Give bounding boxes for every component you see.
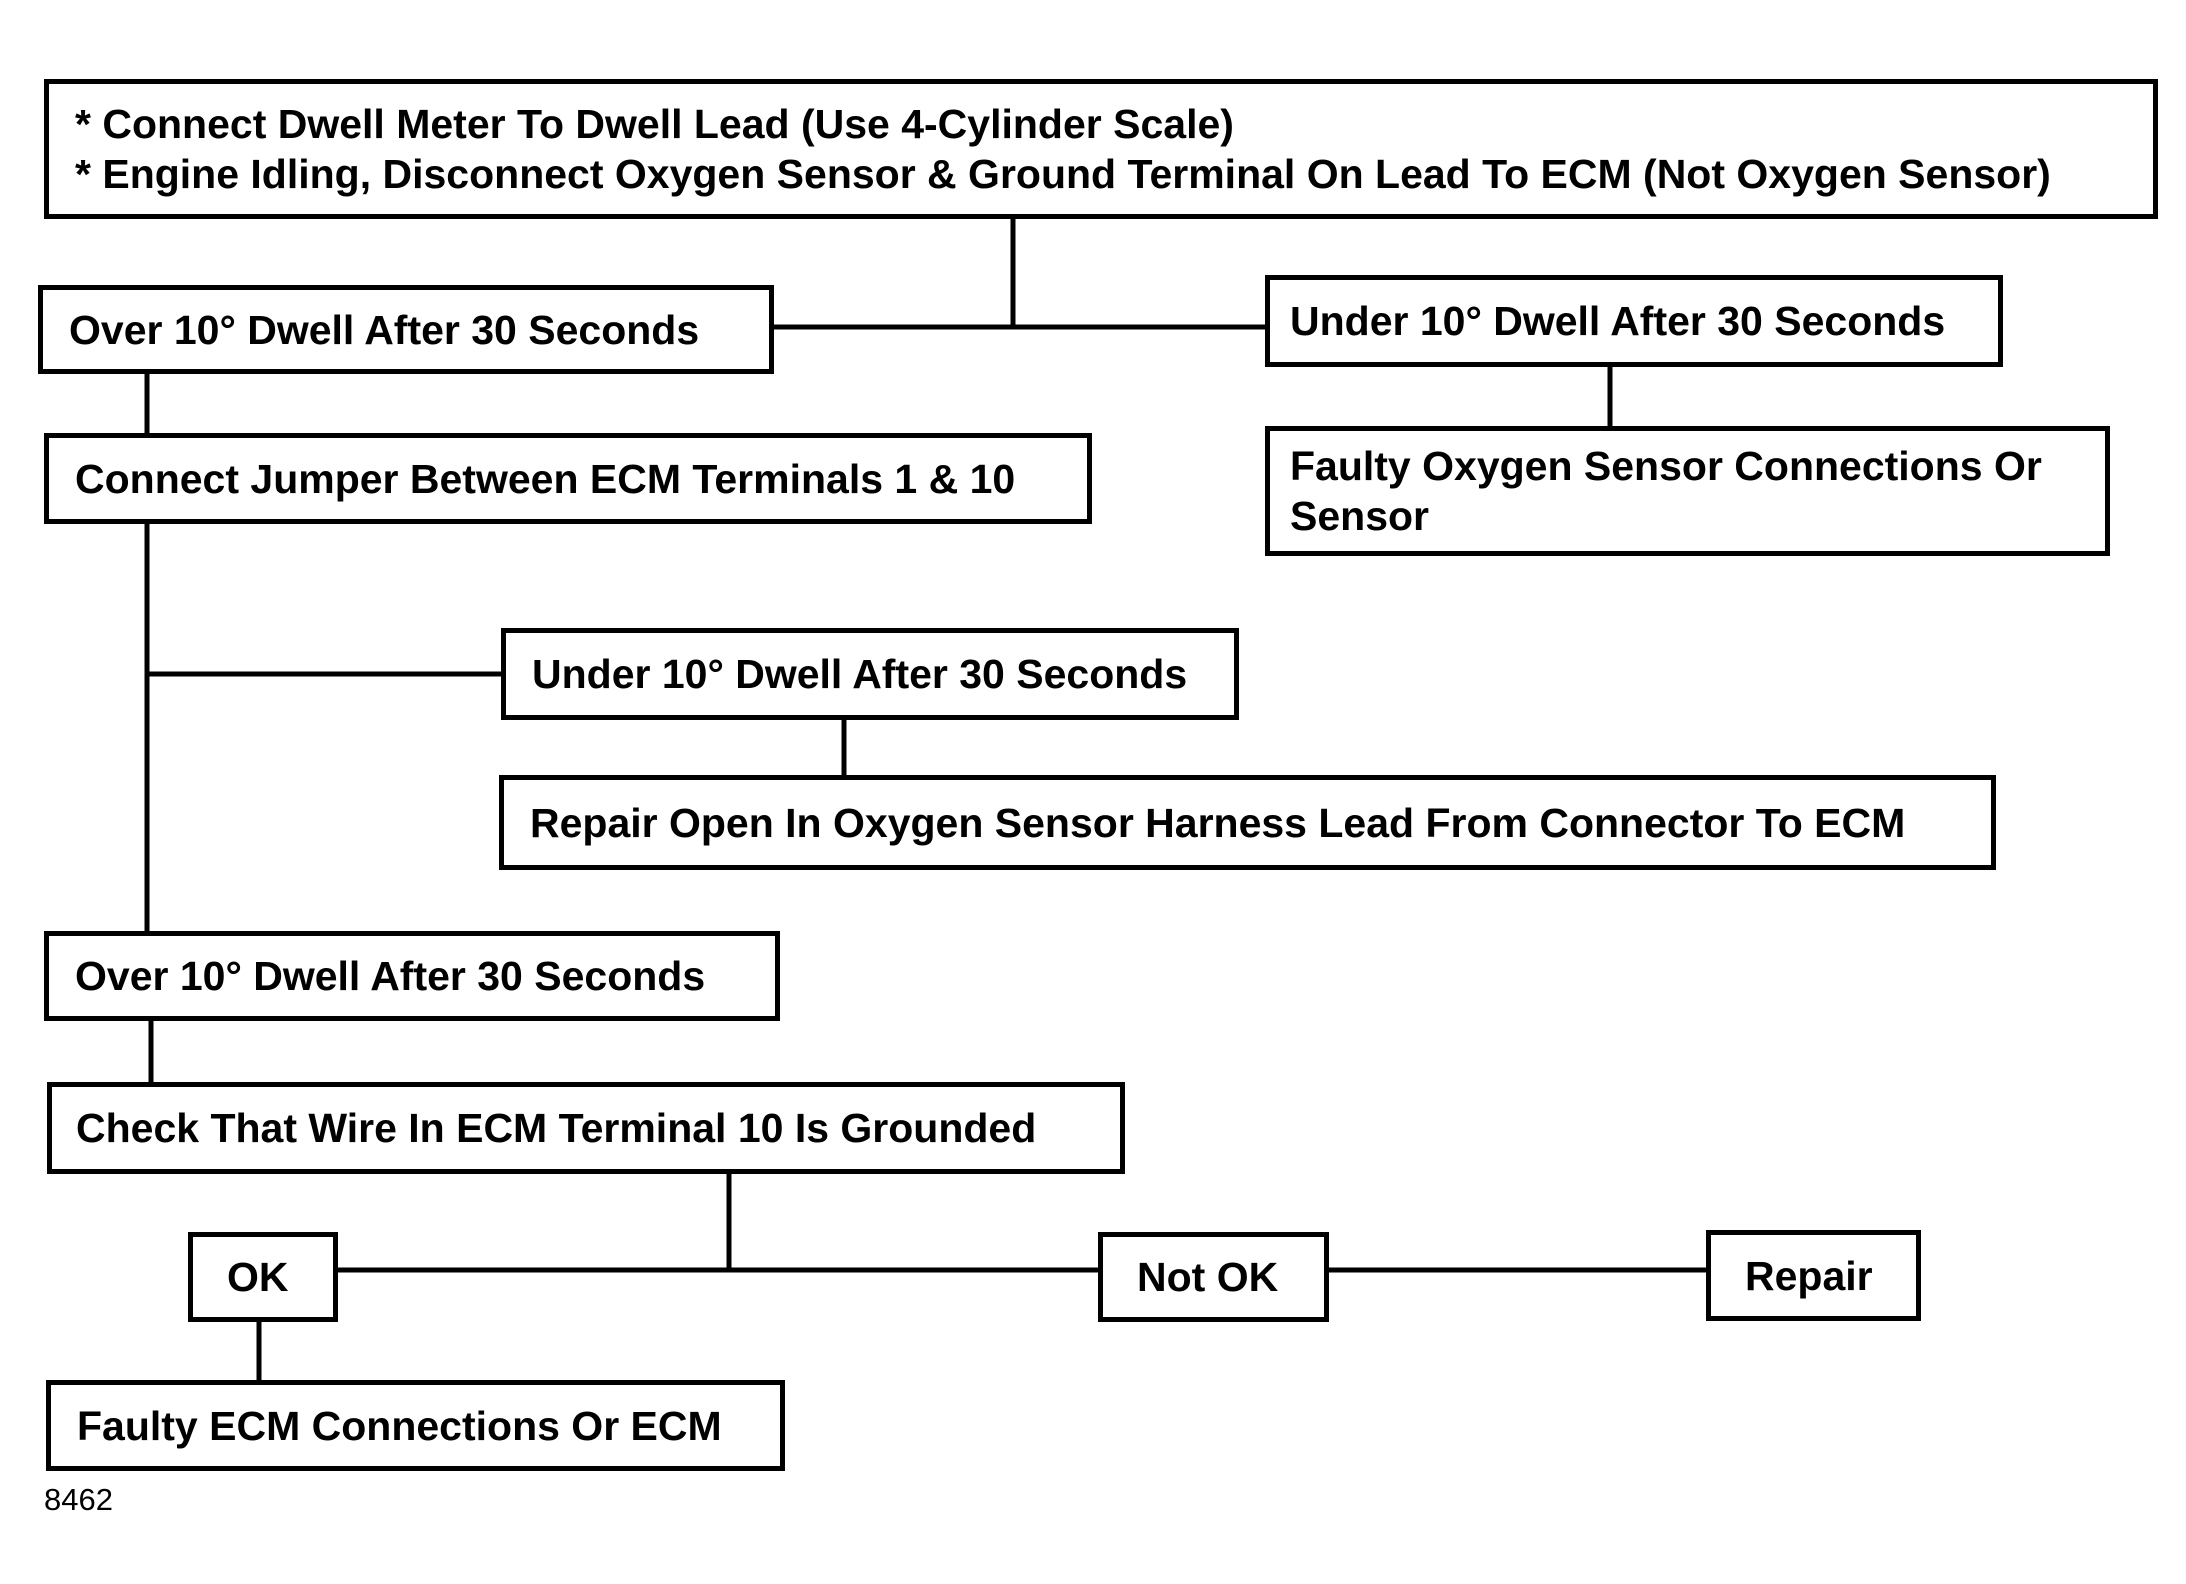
faulty-oxygen-line-1: Faulty Oxygen Sensor Connections Or [1290, 443, 2042, 489]
repair-box: Repair [1706, 1230, 1921, 1321]
check-wire-label: Check That Wire In ECM Terminal 10 Is Gr… [76, 1105, 1037, 1151]
faulty-oxygen-box: Faulty Oxygen Sensor Connections Or Sens… [1265, 426, 2110, 556]
start-instruction-line-1: * Connect Dwell Meter To Dwell Lead (Use… [75, 101, 1234, 147]
under-dwell-label-2: Under 10° Dwell After 30 Seconds [532, 651, 1188, 697]
over-dwell-box-1: Over 10° Dwell After 30 Seconds [38, 285, 774, 374]
repair-label: Repair [1745, 1252, 1873, 1299]
over-dwell-label-2: Over 10° Dwell After 30 Seconds [75, 953, 706, 999]
connect-jumper-label: Connect Jumper Between ECM Terminals 1 &… [75, 455, 1016, 502]
under-dwell-label-1: Under 10° Dwell After 30 Seconds [1290, 298, 1946, 344]
ok-box: OK [188, 1232, 338, 1322]
under-dwell-box-2: Under 10° Dwell After 30 Seconds [501, 628, 1239, 720]
repair-open-box: Repair Open In Oxygen Sensor Harness Lea… [499, 775, 1996, 870]
over-dwell-label-1: Over 10° Dwell After 30 Seconds [69, 306, 700, 353]
faulty-ecm-label: Faulty ECM Connections Or ECM [77, 1402, 722, 1449]
faulty-ecm-box: Faulty ECM Connections Or ECM [46, 1380, 785, 1471]
ok-label: OK [227, 1254, 289, 1300]
repair-open-label: Repair Open In Oxygen Sensor Harness Lea… [530, 799, 1906, 846]
not-ok-box: Not OK [1098, 1232, 1329, 1322]
start-instructions-box: * Connect Dwell Meter To Dwell Lead (Use… [44, 79, 2158, 219]
connect-jumper-box: Connect Jumper Between ECM Terminals 1 &… [44, 433, 1092, 524]
check-wire-box: Check That Wire In ECM Terminal 10 Is Gr… [47, 1082, 1125, 1174]
under-dwell-box-1: Under 10° Dwell After 30 Seconds [1265, 275, 2003, 367]
over-dwell-box-2: Over 10° Dwell After 30 Seconds [44, 931, 780, 1021]
not-ok-label: Not OK [1137, 1254, 1279, 1300]
figure-number: 8462 [44, 1482, 113, 1517]
start-instruction-line-2: * Engine Idling, Disconnect Oxygen Senso… [75, 151, 2051, 197]
faulty-oxygen-line-2: Sensor [1290, 493, 1429, 539]
